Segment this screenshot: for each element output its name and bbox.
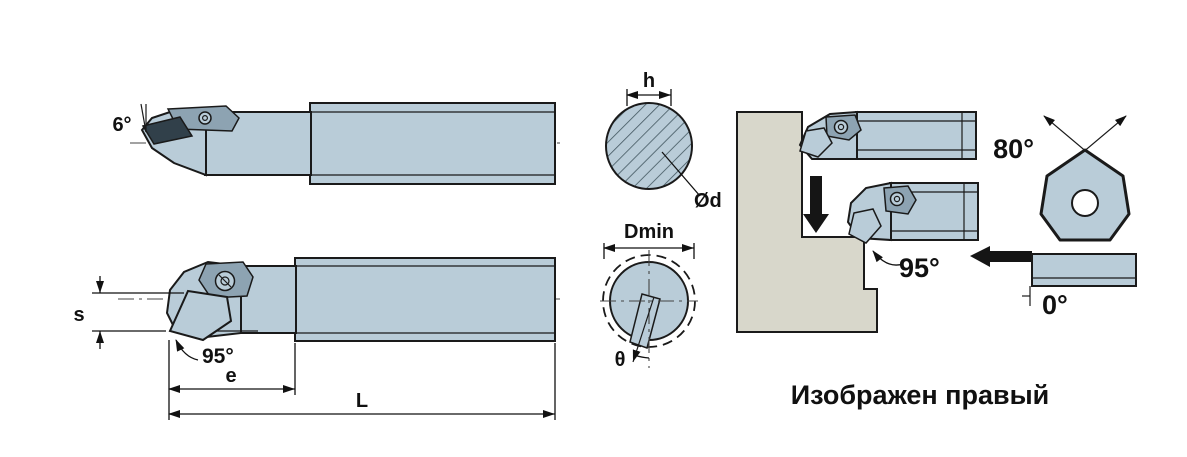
- cutting-insert: [799, 127, 833, 158]
- right-lower-tool: [846, 181, 979, 244]
- machining-illustration: 95°: [736, 110, 1032, 333]
- shank-body: [294, 257, 556, 342]
- bar-diameter-label: Ød: [694, 190, 722, 212]
- insert-clearance-angle-label: 0°: [1042, 290, 1068, 320]
- clamp-screw: [198, 111, 212, 125]
- screw-slot: [218, 274, 232, 288]
- upper-tool-view: 6°: [112, 102, 560, 185]
- feed-down-arrow: [803, 176, 829, 233]
- rake-angle-line: [140, 103, 147, 133]
- clamp-screw: [889, 191, 905, 207]
- rake-angle-label: 6°: [112, 114, 131, 136]
- approach-angle-label: 95°: [202, 345, 234, 368]
- shank-cross-section-view: h Ød: [605, 70, 722, 212]
- approach-angle-label: 95°: [899, 253, 940, 283]
- insert-mounting-hole: [1071, 189, 1099, 217]
- approach-angle-arc: [175, 339, 199, 361]
- workpiece: [736, 111, 878, 333]
- insert-axis-line: [632, 296, 655, 363]
- insert-detail-view: 80° 0°: [993, 115, 1137, 320]
- overall-length-label: L: [356, 390, 368, 412]
- diameter-leader-line: [661, 151, 701, 197]
- shank-height-label: h: [643, 70, 655, 92]
- shank-body: [855, 111, 977, 160]
- insert-thickness-label: s: [73, 304, 84, 326]
- insert-point-angle-label: 80°: [993, 134, 1034, 164]
- cutting-insert: [168, 289, 233, 342]
- approach-angle-arc: [872, 250, 904, 266]
- clamp-screw-center: [837, 123, 845, 131]
- theta-arc: [633, 354, 650, 359]
- insert-inclination-label: θ: [615, 349, 626, 371]
- cutting-insert: [141, 116, 194, 145]
- min-bore-diameter-label: Dmin: [624, 221, 674, 243]
- shank-section-circle: [605, 102, 693, 190]
- clamp-screw-center: [220, 276, 230, 286]
- clamp-screw-center: [893, 195, 901, 203]
- dimension-annotations: s e L: [73, 276, 556, 420]
- clamp-screw-center: [202, 114, 209, 121]
- head-length-label: e: [225, 365, 236, 387]
- lower-tool-view: 95°: [118, 257, 560, 368]
- right-upper-tool: [798, 110, 977, 160]
- feed-left-arrow: [970, 246, 1032, 267]
- cutting-insert: [848, 208, 882, 244]
- clamp-screw: [833, 119, 849, 135]
- min-bore-section-view: Dmin θ: [600, 221, 698, 371]
- hand-orientation-caption: Изображен правый: [791, 380, 1050, 410]
- insert-side-view: [1031, 253, 1137, 287]
- shank-body: [309, 102, 556, 185]
